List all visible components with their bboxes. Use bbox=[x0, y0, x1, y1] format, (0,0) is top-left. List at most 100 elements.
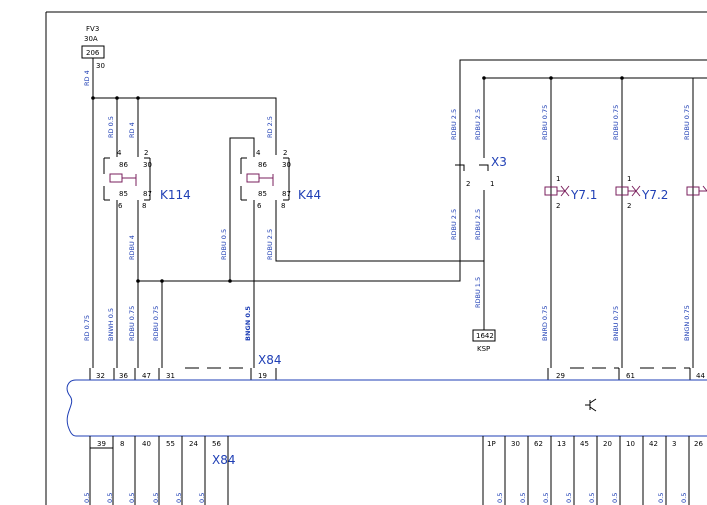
svg-text:RDBU 2.5: RDBU 2.5 bbox=[266, 229, 274, 260]
relay-k114: 4 2 86 30 85 87 6 8 K114 bbox=[103, 149, 191, 210]
svg-text:0.5: 0.5 bbox=[542, 493, 550, 503]
svg-text:29: 29 bbox=[556, 372, 565, 380]
svg-text:4: 4 bbox=[117, 149, 122, 157]
svg-text:1: 1 bbox=[627, 175, 631, 183]
transistor-icon bbox=[585, 398, 597, 412]
svg-text:0.5: 0.5 bbox=[657, 493, 665, 503]
svg-text:0.5: 0.5 bbox=[519, 493, 527, 503]
connector-x84-lower-name: X84 bbox=[212, 453, 236, 467]
svg-text:4: 4 bbox=[256, 149, 261, 157]
valve-y71-name: Y7.1 bbox=[570, 188, 597, 202]
relay-k114-name: K114 bbox=[160, 188, 191, 202]
valve-y72: 1 2 Y7.2 bbox=[615, 175, 668, 210]
svg-text:40: 40 bbox=[142, 440, 151, 448]
svg-text:87: 87 bbox=[282, 190, 291, 198]
fuse-rating: 30A bbox=[84, 35, 98, 43]
svg-text:87: 87 bbox=[143, 190, 152, 198]
svg-text:2: 2 bbox=[627, 202, 631, 210]
svg-text:RDBU 0.75: RDBU 0.75 bbox=[152, 306, 160, 341]
svg-text:62: 62 bbox=[534, 440, 543, 448]
svg-text:42: 42 bbox=[649, 440, 658, 448]
svg-text:RD 0.75: RD 0.75 bbox=[83, 315, 91, 341]
svg-text:RDBU 0.75: RDBU 0.75 bbox=[683, 105, 691, 140]
svg-text:55: 55 bbox=[166, 440, 175, 448]
svg-text:RDBU 0.5: RDBU 0.5 bbox=[220, 229, 228, 260]
fuse-id: 206 bbox=[86, 49, 100, 57]
svg-text:RDBU 2.5: RDBU 2.5 bbox=[450, 209, 458, 240]
wire-x3-right-top bbox=[483, 77, 707, 158]
svg-text:RD 0.5: RD 0.5 bbox=[107, 116, 115, 138]
svg-text:3: 3 bbox=[672, 440, 676, 448]
svg-text:0.5: 0.5 bbox=[565, 493, 573, 503]
relay-k44-name: K44 bbox=[298, 188, 321, 202]
svg-text:1: 1 bbox=[556, 175, 560, 183]
svg-text:0.5: 0.5 bbox=[680, 493, 688, 503]
svg-text:86: 86 bbox=[258, 161, 267, 169]
fuse-pin: 30 bbox=[96, 62, 105, 70]
svg-text:RDBU 4: RDBU 4 bbox=[128, 235, 136, 260]
connector-x84-upper: 32 36 47 31 19 29 61 44 X84 bbox=[89, 353, 707, 381]
connector-x3: 2 1 X3 bbox=[455, 155, 507, 188]
svg-text:85: 85 bbox=[258, 190, 267, 198]
svg-text:86: 86 bbox=[119, 161, 128, 169]
svg-text:RDBU 0.75: RDBU 0.75 bbox=[541, 105, 549, 140]
svg-text:2: 2 bbox=[556, 202, 560, 210]
svg-text:0.5: 0.5 bbox=[152, 493, 160, 503]
svg-text:6: 6 bbox=[118, 202, 123, 210]
svg-text:61: 61 bbox=[626, 372, 635, 380]
svg-text:6: 6 bbox=[257, 202, 262, 210]
svg-text:2: 2 bbox=[466, 180, 470, 188]
sheet-frame bbox=[45, 11, 707, 505]
ksp-point: 1642 KSP bbox=[472, 329, 496, 353]
svg-text:45: 45 bbox=[580, 440, 589, 448]
svg-text:30: 30 bbox=[282, 161, 291, 169]
svg-text:26: 26 bbox=[694, 440, 703, 448]
ksp-label: KSP bbox=[477, 345, 490, 353]
svg-text:RDBU 1.5: RDBU 1.5 bbox=[474, 277, 482, 308]
svg-text:RDBU 2.5: RDBU 2.5 bbox=[450, 109, 458, 140]
svg-text:0.5: 0.5 bbox=[611, 493, 619, 503]
svg-text:30: 30 bbox=[511, 440, 520, 448]
svg-text:0.5: 0.5 bbox=[588, 493, 596, 503]
wire-labels: RD 4 RD 0.5 RD 4 RD 2.5 RDBU 2.5 RDBU 2.… bbox=[83, 70, 691, 341]
svg-text:8: 8 bbox=[120, 440, 124, 448]
svg-text:30: 30 bbox=[143, 161, 152, 169]
valve-y72-name: Y7.2 bbox=[641, 188, 668, 202]
svg-text:RDBU 2.5: RDBU 2.5 bbox=[474, 109, 482, 140]
svg-text:BNBU 0.75: BNBU 0.75 bbox=[612, 306, 620, 341]
module-body bbox=[66, 379, 707, 437]
connector-x84-lower: 39 8 40 55 24 56 X84 1P 30 62 13 45 20 1… bbox=[89, 436, 703, 505]
svg-text:BNWH 0.5: BNWH 0.5 bbox=[107, 308, 115, 341]
svg-text:44: 44 bbox=[696, 372, 705, 380]
svg-text:BNGN 0.5: BNGN 0.5 bbox=[244, 306, 252, 341]
wire-k44-loop bbox=[229, 137, 255, 281]
valve-y71: 1 2 Y7.1 bbox=[544, 175, 597, 210]
svg-text:24: 24 bbox=[189, 440, 198, 448]
svg-text:10: 10 bbox=[626, 440, 635, 448]
svg-text:0.5: 0.5 bbox=[496, 493, 504, 503]
svg-text:1P: 1P bbox=[487, 440, 496, 448]
svg-text:31: 31 bbox=[166, 372, 175, 380]
svg-text:BNRD 0.75: BNRD 0.75 bbox=[541, 306, 549, 341]
svg-text:2: 2 bbox=[144, 149, 148, 157]
svg-text:2: 2 bbox=[283, 149, 287, 157]
svg-text:RD 4: RD 4 bbox=[83, 70, 91, 86]
svg-text:39: 39 bbox=[97, 440, 106, 448]
svg-text:RD 4: RD 4 bbox=[128, 122, 136, 138]
svg-text:47: 47 bbox=[142, 372, 151, 380]
svg-text:0.5: 0.5 bbox=[106, 493, 114, 503]
svg-text:85: 85 bbox=[119, 190, 128, 198]
svg-text:20: 20 bbox=[603, 440, 612, 448]
wire-top-bus bbox=[93, 97, 277, 155]
svg-text:0.5: 0.5 bbox=[175, 493, 183, 503]
svg-text:RD 2.5: RD 2.5 bbox=[266, 116, 274, 138]
svg-text:36: 36 bbox=[119, 372, 128, 380]
connector-x3-name: X3 bbox=[491, 155, 507, 169]
svg-text:56: 56 bbox=[212, 440, 221, 448]
svg-text:19: 19 bbox=[258, 372, 267, 380]
ksp-id: 1642 bbox=[476, 332, 494, 340]
junction-dots bbox=[91, 76, 624, 283]
connector-x84-upper-name: X84 bbox=[258, 353, 282, 367]
svg-text:32: 32 bbox=[96, 372, 105, 380]
